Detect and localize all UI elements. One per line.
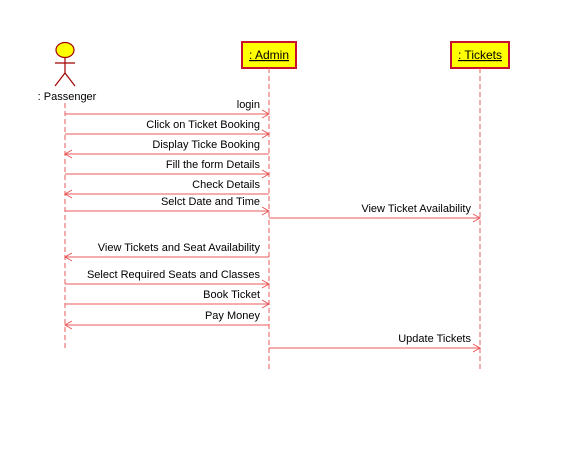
- participant-label-admin: : Admin: [249, 48, 289, 62]
- message-arrow-head: [63, 149, 73, 159]
- message-label: login: [237, 99, 260, 111]
- message-4: Fill the form Details: [65, 159, 271, 179]
- message-label: Fill the form Details: [166, 159, 261, 171]
- message-label: Display Ticke Booking: [152, 139, 260, 151]
- message-arrow-head: [261, 109, 271, 119]
- message-12: Update Tickets: [269, 333, 482, 353]
- message-arrow-head: [63, 189, 73, 199]
- message-arrow-head: [261, 129, 271, 139]
- message-3: Display Ticke Booking: [63, 139, 269, 159]
- actor-leg-right: [64, 72, 76, 87]
- message-8: View Tickets and Seat Availability: [63, 242, 269, 262]
- message-arrow-head: [261, 299, 271, 309]
- message-7: View Ticket Availability: [269, 203, 482, 223]
- message-label: View Tickets and Seat Availability: [98, 242, 261, 254]
- message-arrow-head: [472, 213, 482, 223]
- participant-label-tickets: : Tickets: [458, 48, 502, 62]
- message-label: Pay Money: [205, 310, 261, 322]
- message-label: Selct Date and Time: [161, 196, 260, 208]
- message-label: Check Details: [192, 179, 260, 191]
- object-box-admin: [241, 41, 297, 69]
- message-2: Click on Ticket Booking: [65, 119, 271, 139]
- participant-admin: : Admin: [241, 41, 297, 69]
- message-label: Update Tickets: [398, 333, 471, 345]
- participant-label-passenger: : Passenger: [38, 91, 97, 103]
- participant-passenger: : Passenger: [38, 41, 97, 103]
- actor-leg-left: [54, 72, 66, 87]
- message-9: Select Required Seats and Classes: [65, 269, 271, 289]
- message-label: View Ticket Availability: [361, 203, 471, 215]
- message-11: Pay Money: [63, 310, 269, 330]
- message-arrow-head: [261, 206, 271, 216]
- message-arrow-head: [63, 252, 73, 262]
- message-10: Book Ticket: [65, 289, 271, 309]
- object-box-tickets: [450, 41, 510, 69]
- message-arrow-head: [261, 279, 271, 289]
- message-label: Click on Ticket Booking: [146, 119, 260, 131]
- actor-head: [55, 41, 75, 59]
- message-arrow-head: [472, 343, 482, 353]
- message-arrow-head: [261, 169, 271, 179]
- message-5: Check Details: [63, 179, 269, 199]
- message-label: Book Ticket: [203, 289, 260, 301]
- message-arrow-head: [63, 320, 73, 330]
- participant-tickets: : Tickets: [450, 41, 510, 69]
- message-1: login: [65, 99, 271, 119]
- message-label: Select Required Seats and Classes: [87, 269, 261, 281]
- message-6: Selct Date and Time: [65, 196, 271, 216]
